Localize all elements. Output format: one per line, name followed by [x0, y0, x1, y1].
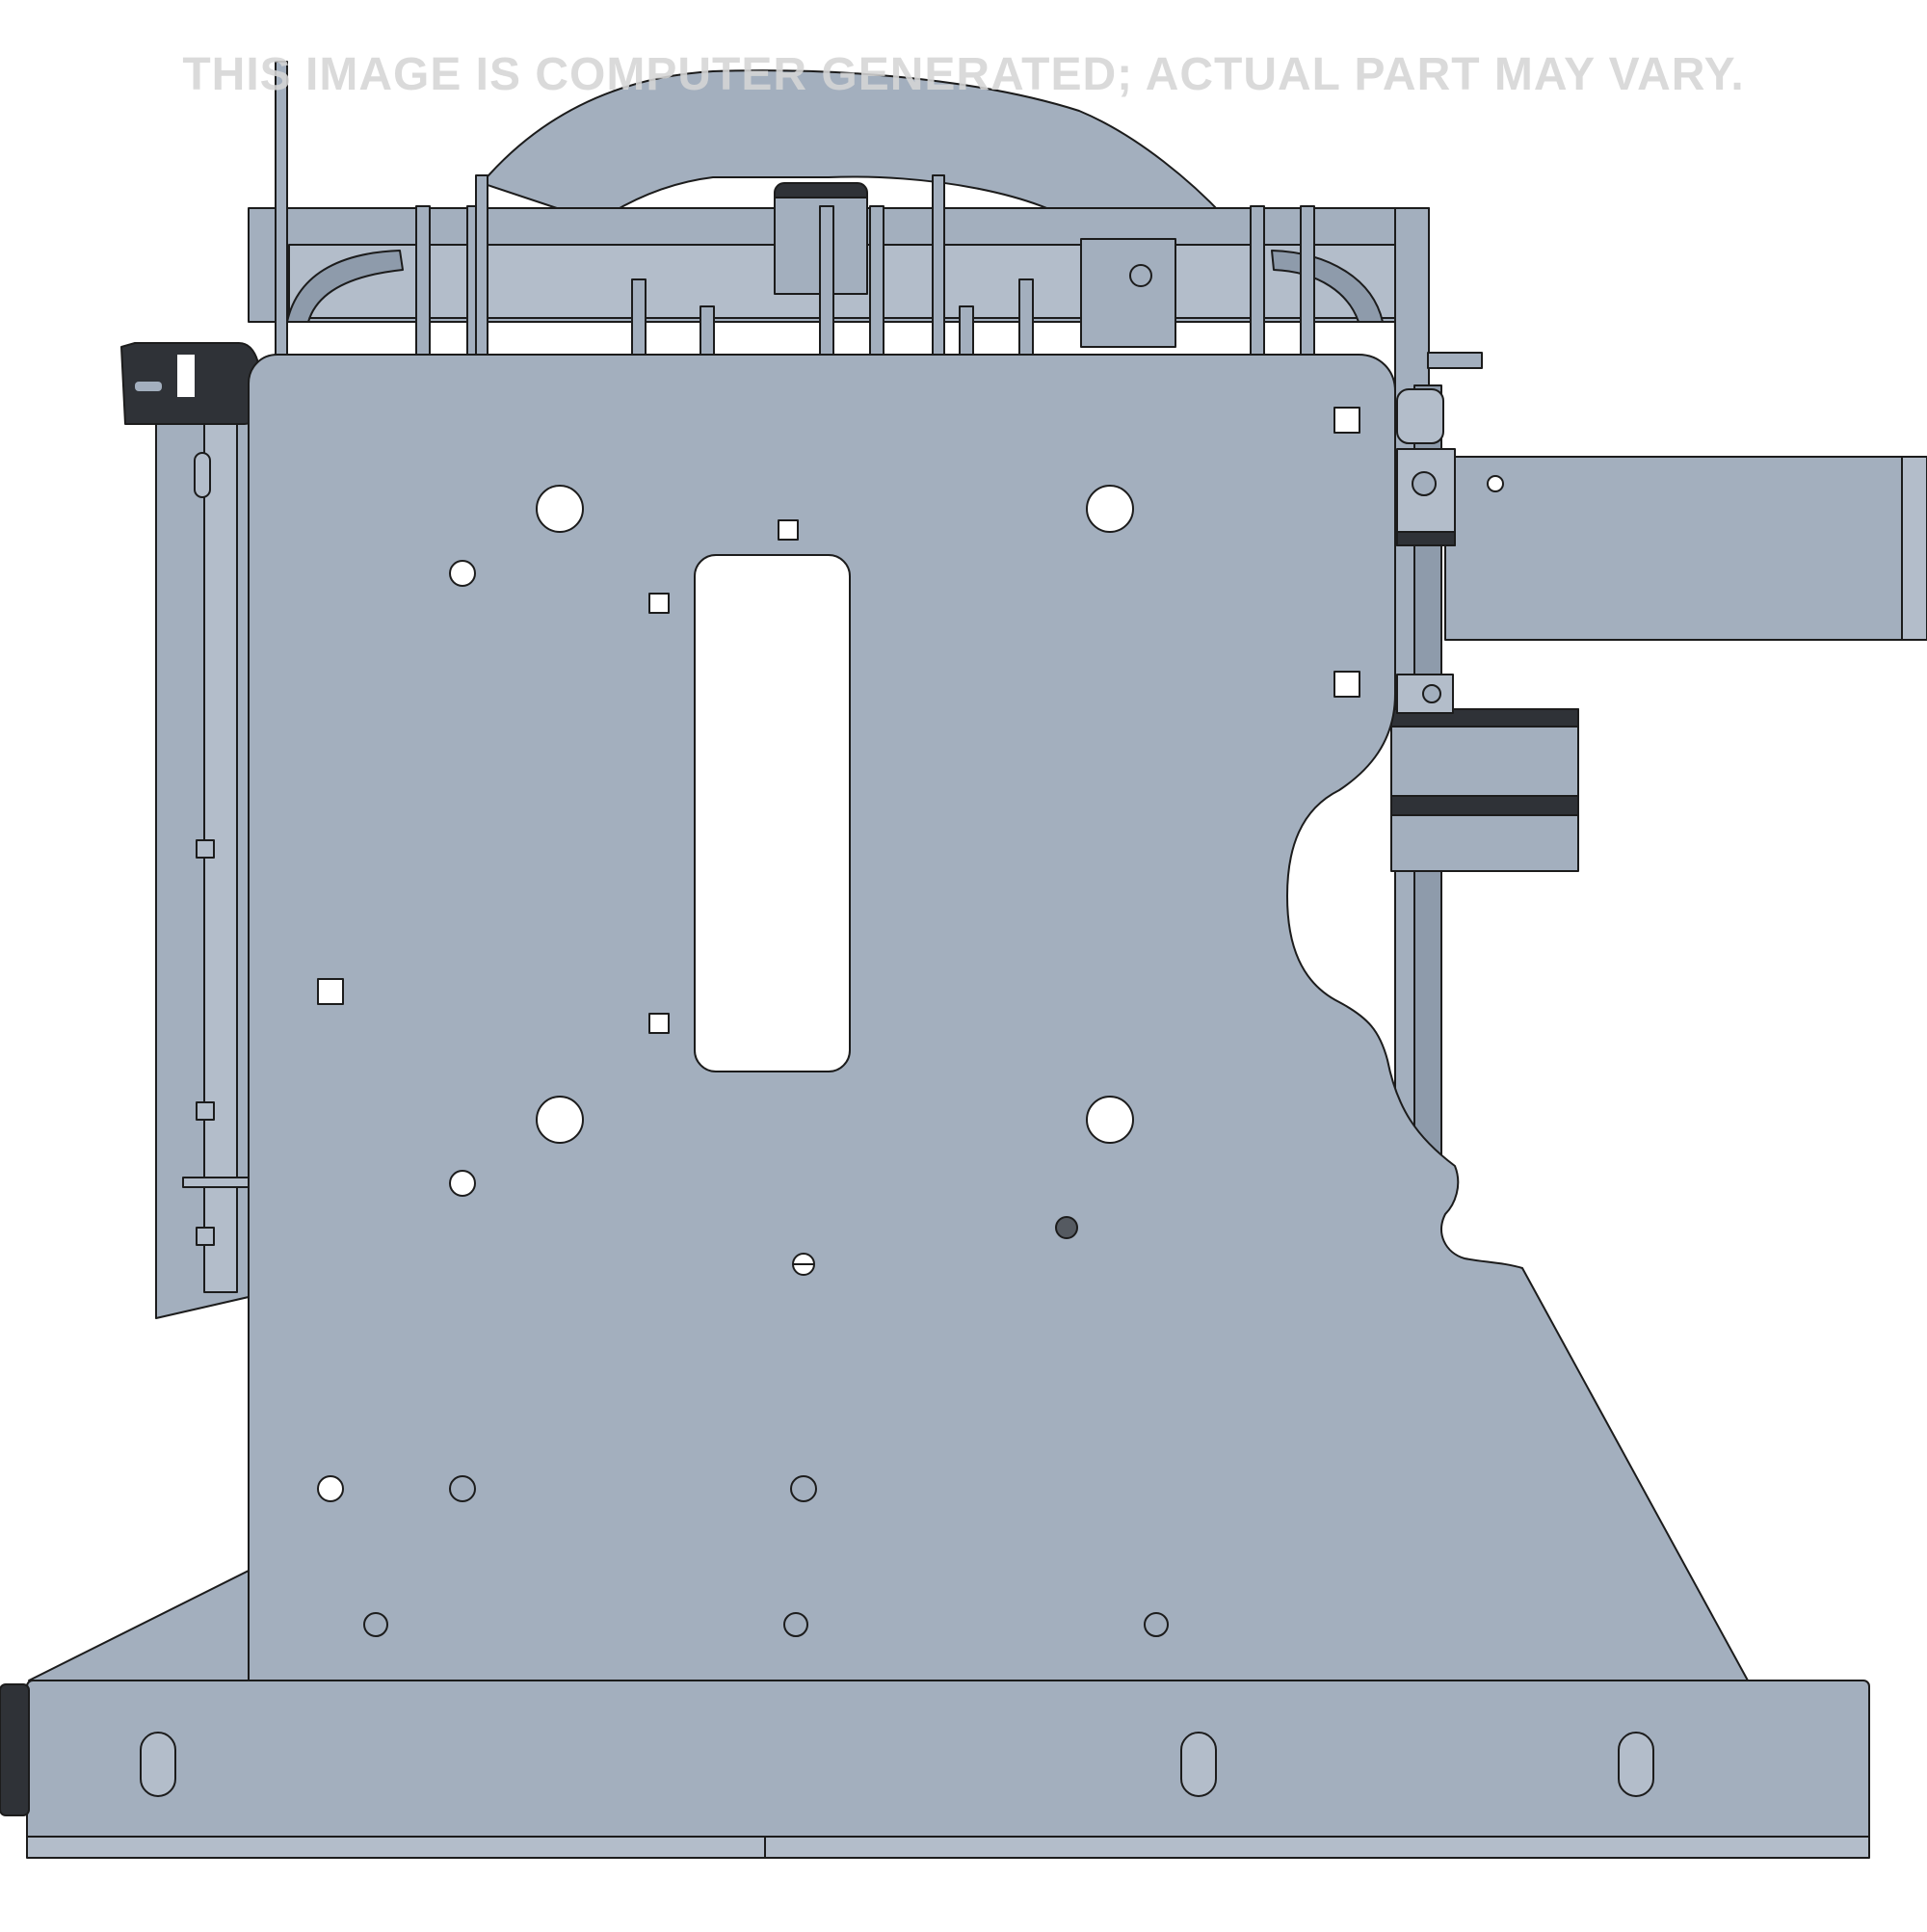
left-rail-bar [182, 1177, 250, 1188]
plate-hole [449, 1475, 476, 1502]
plate-hole [363, 1612, 388, 1637]
tab [1300, 205, 1315, 359]
left-rail-slot [194, 452, 211, 498]
tab [700, 305, 715, 359]
plate-square [778, 519, 799, 541]
tall-tab [275, 61, 288, 359]
tab [475, 174, 488, 359]
right-collar-dark [1396, 531, 1456, 546]
right-collar-hole [1412, 471, 1437, 496]
tab [869, 205, 884, 359]
base-channel [26, 1680, 1870, 1851]
plate-hole [783, 1612, 808, 1637]
right-post-clip [1396, 388, 1444, 444]
top-box [1080, 238, 1176, 348]
base-slot [140, 1732, 176, 1797]
right-block-mid-band [1390, 795, 1579, 816]
tab [959, 305, 974, 359]
plate-square [1333, 671, 1360, 698]
right-block [1390, 708, 1579, 872]
plate-hole [449, 560, 476, 587]
base-slot [1618, 1732, 1654, 1797]
tab [415, 205, 431, 359]
plate-window [694, 554, 851, 1072]
latch-slot [135, 382, 162, 391]
tab [1018, 278, 1034, 359]
base-channel-end [0, 1683, 30, 1816]
tab [819, 205, 834, 359]
right-post-tab [1427, 352, 1483, 369]
main-plate [248, 354, 1749, 1681]
plate-hole [1144, 1612, 1169, 1637]
plate-hole [449, 1170, 476, 1197]
top-rail-left-curve [286, 250, 404, 323]
tab [631, 278, 647, 359]
base-channel-lip [26, 1836, 1870, 1859]
plate-hole [536, 1096, 584, 1144]
plate-hole [1086, 1096, 1134, 1144]
plate-square [317, 978, 344, 1005]
right-block-hole [1422, 684, 1441, 703]
right-arm [1444, 456, 1927, 641]
left-rail-square [196, 839, 215, 859]
plate-hole [1086, 485, 1134, 533]
top-box-hole [1129, 264, 1152, 287]
plate-square [1333, 407, 1360, 434]
tab [1250, 205, 1265, 359]
plate-dark-hole [1055, 1216, 1078, 1239]
top-arch [481, 69, 1234, 232]
lower-wedge [28, 1570, 250, 1681]
plate-square [648, 1013, 670, 1034]
plate-square [648, 593, 670, 614]
latch-window [177, 355, 195, 397]
base-slot [1180, 1732, 1217, 1797]
plate-hole [536, 485, 584, 533]
right-arm-hole [1487, 475, 1504, 492]
right-arm-end [1901, 456, 1927, 641]
plate-hole [317, 1475, 344, 1502]
left-rail-square [196, 1227, 215, 1246]
left-rail-square [196, 1101, 215, 1121]
plate-hole [790, 1475, 817, 1502]
right-collar [1396, 448, 1456, 546]
tab [932, 174, 945, 359]
